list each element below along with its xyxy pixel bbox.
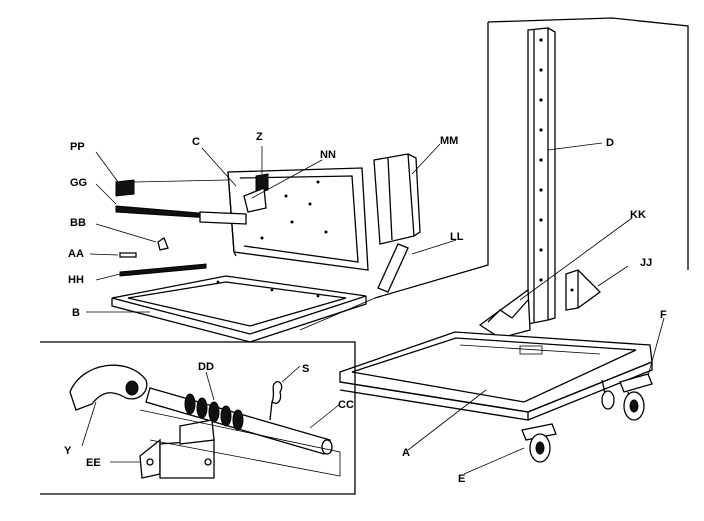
part-JJ-bracket bbox=[565, 269, 601, 311]
part-BB-knob bbox=[157, 237, 169, 251]
label-KK: KK bbox=[630, 209, 646, 221]
label-GG: GG bbox=[70, 177, 87, 189]
label-NN: NN bbox=[320, 149, 336, 161]
label-D: D bbox=[606, 137, 614, 149]
part-labels: PP GG BB AA HH B C Z NN MM LL D KK JJ F … bbox=[64, 131, 667, 485]
part-Y-handle bbox=[69, 364, 148, 411]
part-E-caster bbox=[521, 423, 557, 463]
caster-rear bbox=[601, 379, 615, 410]
label-S: S bbox=[302, 363, 309, 375]
part-KK-gusset bbox=[478, 288, 531, 339]
detail-inset-box bbox=[40, 341, 356, 495]
label-PP: PP bbox=[70, 141, 85, 153]
label-JJ: JJ bbox=[640, 257, 652, 269]
label-HH: HH bbox=[68, 274, 84, 286]
part-F-caster bbox=[619, 373, 653, 421]
label-B: B bbox=[72, 307, 80, 319]
part-PP-cap bbox=[115, 179, 229, 197]
label-BB: BB bbox=[70, 217, 86, 229]
part-LL-handle bbox=[377, 243, 409, 293]
part-C-panel bbox=[227, 167, 369, 271]
label-E: E bbox=[458, 473, 465, 485]
label-Y: Y bbox=[64, 445, 72, 457]
leader-lines bbox=[81, 142, 665, 475]
label-F: F bbox=[660, 309, 667, 321]
part-B-tray bbox=[111, 275, 367, 343]
label-AA: AA bbox=[68, 248, 84, 260]
part-EE-bracket bbox=[139, 409, 341, 479]
part-S-pin bbox=[269, 380, 283, 421]
part-GG-rod bbox=[115, 205, 247, 225]
label-A: A bbox=[402, 447, 410, 459]
label-DD: DD bbox=[198, 361, 214, 373]
part-MM-channel bbox=[373, 153, 421, 245]
label-MM: MM bbox=[440, 135, 458, 147]
part-HH-rod bbox=[119, 263, 207, 277]
part-NN-bracket bbox=[243, 187, 267, 213]
label-Z: Z bbox=[256, 131, 263, 143]
part-AA-screw bbox=[119, 252, 137, 258]
label-CC: CC bbox=[338, 399, 354, 411]
part-DD-spring bbox=[184, 393, 244, 431]
label-C: C bbox=[192, 136, 200, 148]
label-LL: LL bbox=[450, 231, 464, 243]
part-Z-clip bbox=[255, 173, 269, 193]
part-D-vertical-post bbox=[527, 27, 556, 325]
label-EE: EE bbox=[86, 457, 101, 469]
